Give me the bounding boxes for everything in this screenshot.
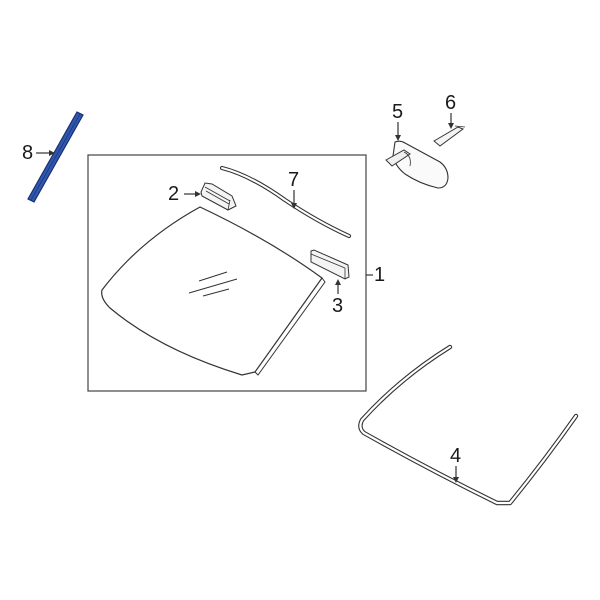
part-5-mirror [385,140,449,189]
part-2-bracket [200,182,237,211]
callout-3: 3 [332,295,344,317]
part-4-molding [358,344,579,506]
arrow-icon [291,203,297,209]
callout-6: 6 [445,92,457,114]
arrow-icon [453,477,459,483]
callout-4: 4 [450,445,462,467]
part-3-spacer [310,249,350,280]
arrow-icon [448,123,454,129]
part-6-bracket [433,125,466,147]
callout-7: 7 [288,169,300,191]
callout-5: 5 [392,101,404,123]
assembly-box [87,154,367,392]
callout-8: 8 [22,142,34,164]
arrow-icon [49,150,55,156]
callout-1: 1 [374,264,386,286]
windshield-glass [101,206,326,376]
part-8-pillar-molding-highlighted [27,111,84,203]
callout-2: 2 [168,183,180,205]
arrow-icon [335,279,341,285]
arrow-icon [195,191,201,197]
arrow-icon [395,135,401,141]
part-7-molding [219,165,352,239]
